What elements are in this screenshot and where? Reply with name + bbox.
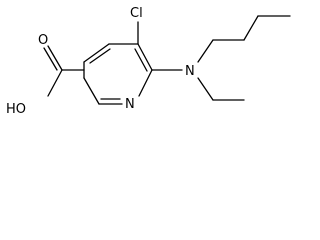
bond-cooh-o-double-a	[47, 45, 63, 71]
bond-n-butyl1	[197, 39, 214, 63]
bond-c6-n1	[138, 69, 153, 97]
bond-butyl2-butyl3	[243, 15, 259, 41]
amine-nitrogen-label: N	[185, 64, 195, 79]
bond-cooh-oh	[47, 69, 63, 97]
bond-c3-c4-inner	[89, 48, 111, 64]
substituent-bonds	[43, 15, 291, 101]
bond-c2-c3	[83, 77, 100, 105]
bond-c5-c6	[137, 43, 153, 71]
bond-cooh-o-double-b	[43, 47, 58, 71]
carbonyl-oxygen-label: O	[38, 33, 48, 48]
chemical-structure: Cl N N HO O	[6, 6, 291, 117]
hydroxyl-label: HO	[6, 102, 26, 117]
bond-c5-c6-inner	[134, 48, 148, 72]
bond-n-ethyl1	[197, 77, 214, 101]
bond-c3-c4	[83, 43, 110, 63]
chlorine-label: Cl	[130, 6, 143, 21]
ring-nitrogen-label: N	[125, 97, 135, 112]
pyridine-ring	[83, 43, 153, 105]
